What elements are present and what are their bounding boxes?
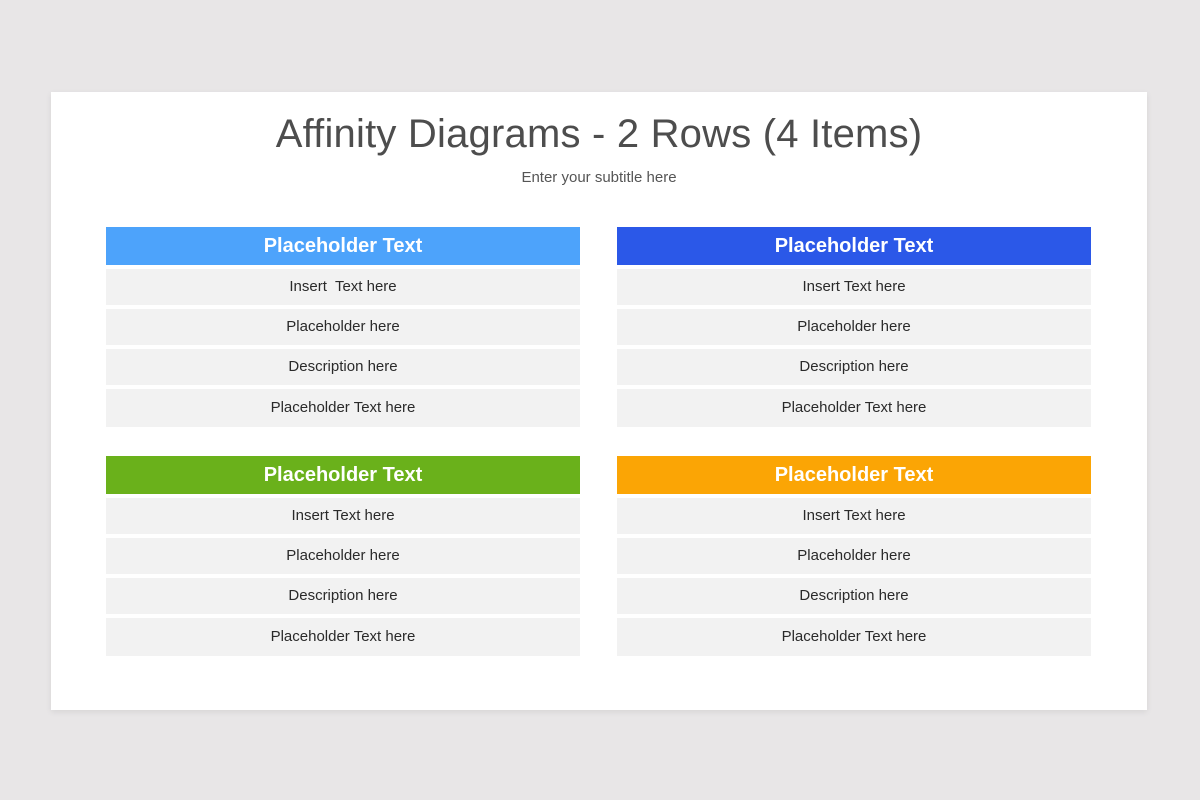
group-item: Placeholder Text here [617,389,1091,427]
group-item: Insert Text here [106,498,580,534]
group-item: Insert Text here [617,498,1091,534]
group-item: Description here [106,578,580,614]
group-item: Insert Text here [617,269,1091,305]
group-header: Placeholder Text [106,227,580,265]
affinity-group-top-left: Placeholder Text Insert Text here Placeh… [106,227,580,427]
affinity-group-bottom-right: Placeholder Text Insert Text here Placeh… [617,456,1091,656]
slide-title: Affinity Diagrams - 2 Rows (4 Items) [275,112,923,156]
group-item: Description here [617,349,1091,385]
slide: Affinity Diagrams - 2 Rows (4 Items) Ent… [51,92,1147,710]
group-item: Placeholder here [617,538,1091,574]
group-header: Placeholder Text [106,456,580,494]
group-item: Placeholder Text here [106,389,580,427]
group-header: Placeholder Text [617,456,1091,494]
group-item: Insert Text here [106,269,580,305]
group-item: Placeholder here [106,309,580,345]
group-item: Placeholder here [106,538,580,574]
group-header: Placeholder Text [617,227,1091,265]
group-item: Placeholder Text here [617,618,1091,656]
group-item: Description here [617,578,1091,614]
slide-subtitle: Enter your subtitle here [521,169,677,186]
group-item: Placeholder Text here [106,618,580,656]
group-item: Placeholder here [617,309,1091,345]
group-item: Description here [106,349,580,385]
affinity-group-bottom-left: Placeholder Text Insert Text here Placeh… [106,456,580,656]
affinity-group-top-right: Placeholder Text Insert Text here Placeh… [617,227,1091,427]
